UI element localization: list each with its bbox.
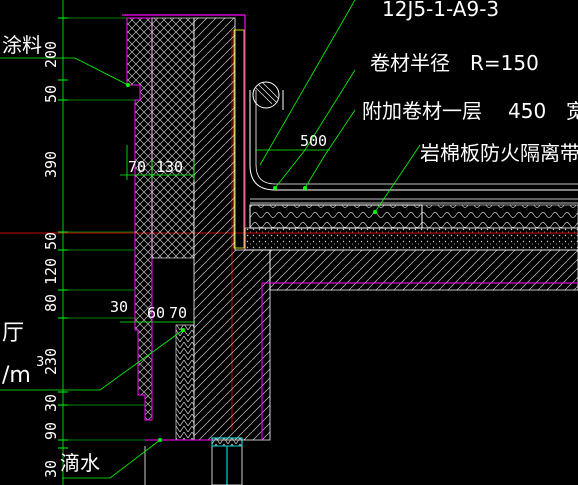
label-drip: 滴水 [60,451,100,475]
label-coil-radius-value: R=150 [470,51,539,75]
wall-insulation [151,17,195,259]
membrane-upturn-2 [255,90,578,185]
anchor-hatch [255,81,279,105]
dim-v-90: 90 [42,422,60,440]
rockwool-band [249,204,423,229]
dim-h-130: 130 [156,158,183,176]
label-left-partial-1: 厅 [2,321,24,346]
dim-h-500: 500 [300,132,327,150]
label-extra-layer-value: 450 [508,99,546,123]
dim-v-30a: 30 [42,394,60,412]
dim-v-50a: 50 [42,85,60,103]
dim-h-70: 70 [128,158,146,176]
dim-h-30: 30 [110,298,128,316]
wall-outer-board [126,17,153,421]
dim-v-390: 390 [42,151,60,178]
dim-v-50b: 50 [42,232,60,250]
membrane-upturn [249,90,578,191]
dim-h-70b: 70 [169,304,187,322]
leaders [0,0,421,479]
label-top-ref: 12J5-1-A9-3 [382,0,499,21]
parapet-cap-inner [233,29,245,249]
label-left-partial-2: /m [2,363,31,388]
dim-v-120: 120 [42,258,60,285]
anchor-circle [252,81,280,109]
label-coil-radius: 卷材半径 [370,51,450,75]
roof-insulation [249,204,578,229]
dim-v-200: 200 [42,41,60,68]
label-rockwool-band: 岩棉板防火隔离带 [420,141,578,165]
parapet-cap [122,14,246,250]
label-left-partial-sup: 3 [36,355,44,370]
label-paint: 涂料 [2,33,42,57]
leader-dots [126,83,377,442]
dim-v-80: 80 [42,294,60,312]
lower-insulation-strip [175,324,195,441]
structural-slab [245,249,578,291]
roof-screed [244,227,578,251]
dim-v-230: 230 [42,348,60,375]
window-sill [211,437,243,447]
label-extra-layer: 附加卷材一层 [362,99,482,123]
dim-extensions [63,17,145,441]
dim-h-60: 60 [147,304,165,322]
dim-v-30b: 30 [42,460,60,478]
label-extra-layer-tail: 宽 [566,99,578,123]
